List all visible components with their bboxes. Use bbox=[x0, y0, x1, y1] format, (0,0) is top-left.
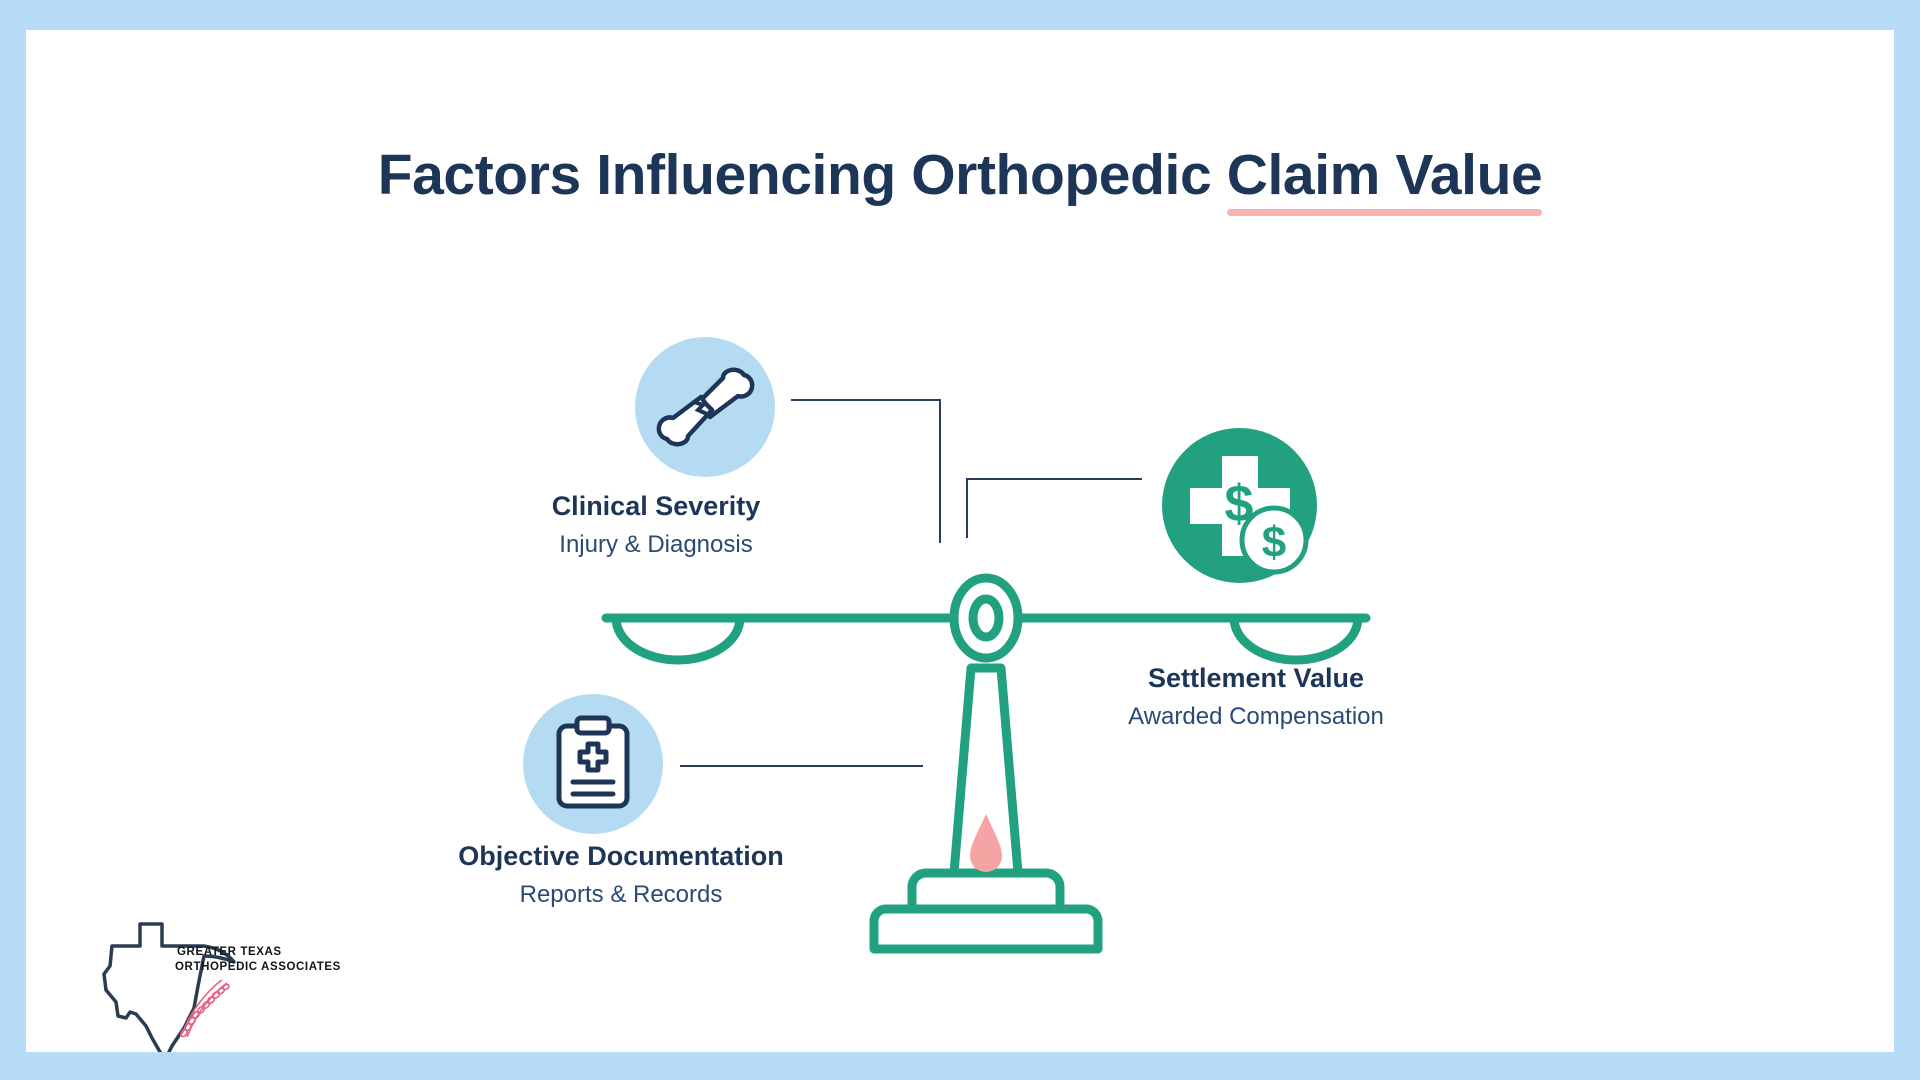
medical-clipboard-icon bbox=[556, 715, 630, 809]
texas-outline-icon bbox=[102, 922, 236, 1052]
scale-base-upper bbox=[907, 868, 1065, 914]
svg-text:$: $ bbox=[1262, 518, 1286, 567]
scale-pivot-inner bbox=[968, 594, 1004, 642]
droplet-icon bbox=[970, 814, 1002, 872]
scale-pan-right bbox=[1229, 613, 1363, 665]
page-title-prefix: Factors Influencing Orthopedic bbox=[377, 143, 1227, 207]
page-title-container: Factors Influencing Orthopedic Claim Val… bbox=[26, 142, 1894, 216]
objective-documentation-title: Objective Documentation bbox=[458, 841, 784, 871]
slide-canvas: Factors Influencing Orthopedic Claim Val… bbox=[26, 30, 1894, 1052]
connector-clinical-horizontal bbox=[791, 399, 941, 401]
page-title-accent: Claim Value bbox=[1226, 143, 1543, 207]
objective-documentation-icon-circle bbox=[523, 694, 663, 834]
page-title-accent-wrap: Claim Value bbox=[1226, 142, 1543, 216]
logo-line-2: ORTHOPEDIC ASSOCIATES bbox=[175, 961, 341, 973]
label-settlement-value: Settlement Value Awarded Compensation bbox=[1026, 662, 1486, 733]
fractured-bone-icon bbox=[656, 367, 755, 447]
clinical-severity-title: Clinical Severity bbox=[551, 491, 761, 521]
scale-pan-left bbox=[611, 613, 745, 665]
clinical-severity-icon-circle bbox=[635, 337, 775, 477]
logo-line-1: GREATER TEXAS bbox=[177, 946, 282, 958]
scale-base-lower bbox=[869, 904, 1103, 954]
label-objective-documentation: Objective Documentation Reports & Record… bbox=[371, 840, 871, 911]
objective-documentation-subtitle: Reports & Records bbox=[519, 880, 723, 908]
connector-clinical-vertical bbox=[939, 399, 941, 543]
clinical-severity-subtitle: Injury & Diagnosis bbox=[559, 530, 753, 558]
settlement-value-subtitle: Awarded Compensation bbox=[1128, 702, 1384, 730]
connector-objective-horizontal bbox=[680, 765, 923, 767]
connector-settlement-vertical bbox=[966, 478, 968, 538]
spine-icon bbox=[179, 979, 230, 1038]
title-underline-decoration bbox=[1226, 209, 1543, 216]
company-logo: GREATER TEXAS ORTHOPEDIC ASSOCIATES bbox=[74, 902, 340, 1052]
medical-cross-money-icon: $ $ bbox=[1190, 456, 1309, 575]
settlement-value-title: Settlement Value bbox=[1147, 663, 1365, 693]
settlement-value-icon-circle: $ $ bbox=[1162, 428, 1317, 583]
label-clinical-severity: Clinical Severity Injury & Diagnosis bbox=[456, 490, 856, 561]
connector-settlement-horizontal bbox=[966, 478, 1142, 480]
balance-scale-icon bbox=[601, 573, 1371, 954]
page-title: Factors Influencing Orthopedic Claim Val… bbox=[377, 142, 1543, 216]
